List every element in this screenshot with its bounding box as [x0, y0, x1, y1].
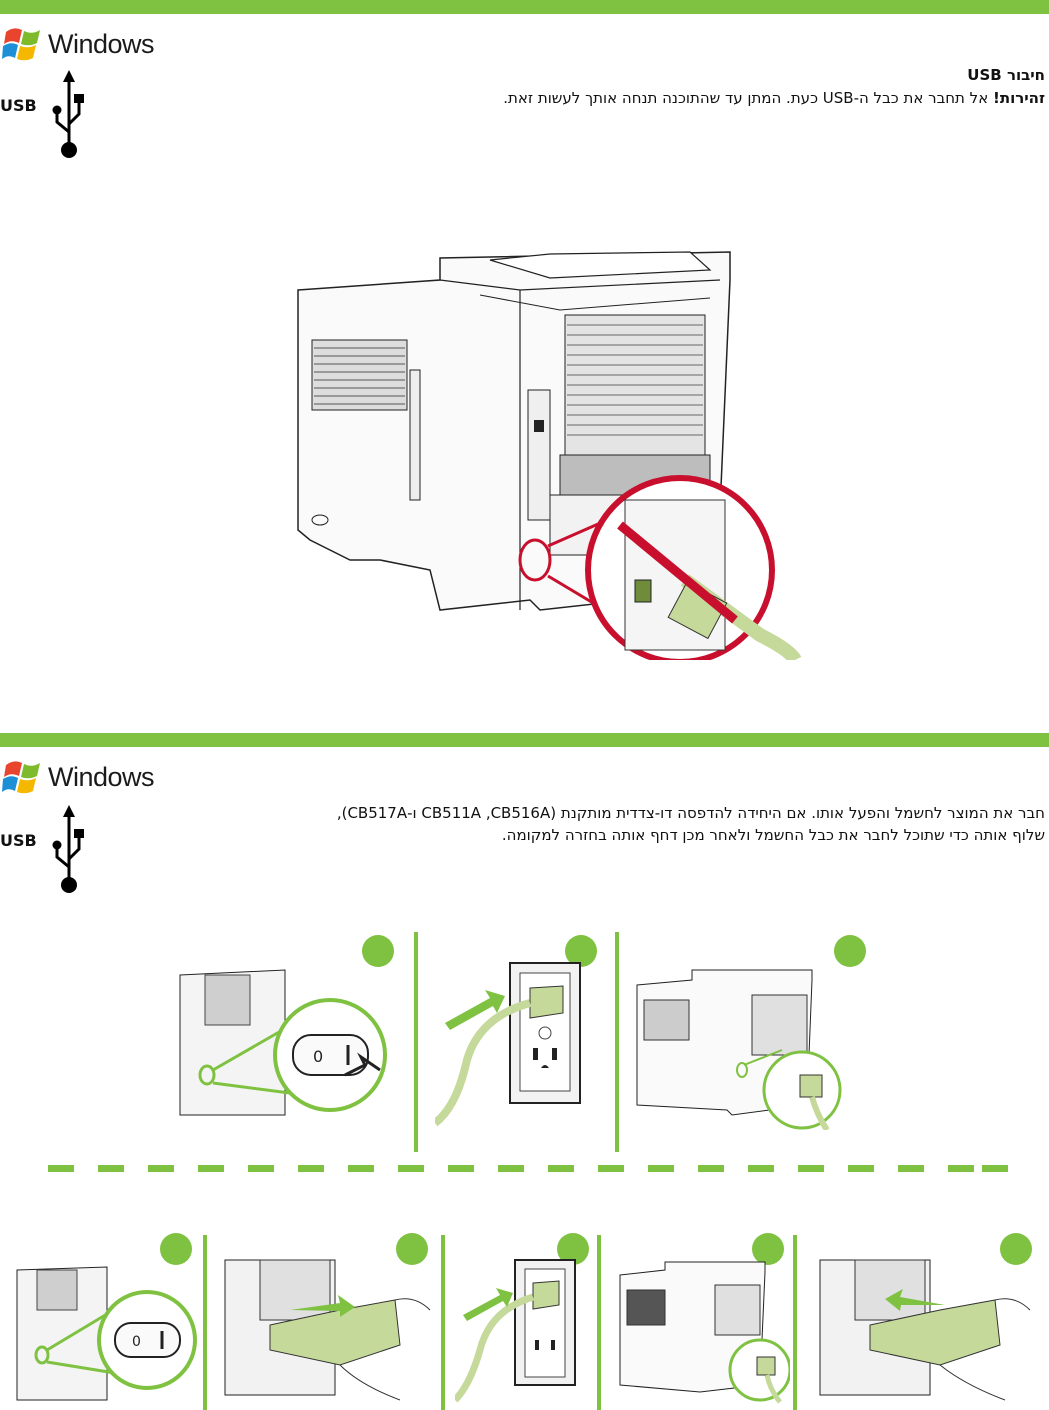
step-dot — [362, 935, 394, 967]
wall-outlet-illustration — [455, 1255, 595, 1405]
windows-wordmark: Windows — [48, 29, 154, 60]
step-dot — [834, 935, 866, 967]
panel-divider — [615, 932, 619, 1152]
power-switch-illustration: 0 — [175, 965, 405, 1125]
usb-connection-heading: חיבור USB — [967, 66, 1045, 84]
duplexer-insert-illustration — [220, 1255, 435, 1405]
usb-trident-icon — [50, 70, 90, 162]
printer-usb-prohibited-illustration — [290, 240, 810, 660]
section2-green-bar — [0, 733, 1049, 747]
svg-text:0: 0 — [132, 1334, 141, 1350]
duplexer-remove-illustration — [815, 1255, 1040, 1405]
panel-divider — [203, 1235, 207, 1410]
wall-outlet-illustration — [435, 958, 605, 1128]
section1-green-bar — [0, 0, 1049, 14]
printer-power-illustration — [615, 1260, 790, 1405]
usb-label: USB — [0, 831, 37, 850]
usb-warning: זהירות! אל תחבר את כבל ה-USB כעת. המתן ע… — [503, 89, 1045, 107]
warning-label: זהירות! — [993, 89, 1045, 107]
instruction-line-2: שלוף אותה כדי שתוכל לחבר את כבל החשמל ול… — [337, 824, 1045, 846]
windows-flag-icon — [2, 24, 46, 64]
usb-trident-icon — [50, 805, 90, 897]
step-dot — [160, 1233, 192, 1265]
windows-flag-icon — [2, 757, 46, 797]
instruction-line-1: חבר את המוצר לחשמל והפעל אותו. אם היחידה… — [337, 802, 1045, 824]
power-switch-illustration: 0 — [12, 1265, 197, 1405]
panel-divider — [441, 1235, 445, 1410]
printer-power-illustration — [632, 965, 842, 1130]
windows-logo: Windows — [2, 24, 154, 64]
warning-text: אל תחבר את כבל ה-USB כעת. המתן עד שהתוכנ… — [503, 89, 993, 107]
power-instructions: חבר את המוצר לחשמל והפעל אותו. אם היחידה… — [337, 802, 1045, 846]
panel-divider — [793, 1235, 797, 1410]
svg-text:0: 0 — [313, 1047, 323, 1066]
panel-divider — [414, 932, 418, 1152]
usb-label: USB — [0, 96, 37, 115]
dashed-separator — [48, 1165, 1008, 1172]
panel-divider — [597, 1235, 601, 1410]
windows-logo: Windows — [2, 757, 154, 797]
windows-wordmark: Windows — [48, 762, 154, 793]
